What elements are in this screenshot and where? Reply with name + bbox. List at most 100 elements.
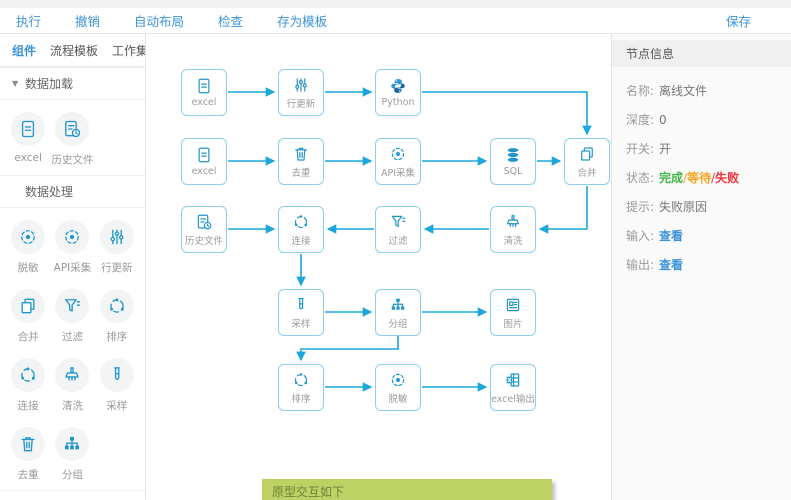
sidebar-tab[interactable]: 流程模板: [50, 43, 99, 58]
sliders-icon: [292, 76, 310, 94]
view-link[interactable]: 查看: [659, 229, 684, 243]
toolbar-item[interactable]: 撤销: [75, 14, 101, 29]
canvas-node[interactable]: Python: [375, 69, 421, 116]
flow-canvas[interactable]: 原型交互如下图上图标显示以如何配置画面 excel 行更新 Python excel 去…: [146, 34, 611, 500]
toolbar: 执行 撤销 自动布局 检查 存为模板 保存: [0, 8, 791, 34]
doc-icon: [195, 77, 213, 95]
node-info-body: 名称:离线文件深度:0开关:开状态:完成等待失败提示:失败原因输入:查看输出:查…: [612, 67, 791, 302]
component-icon-circle: [55, 289, 90, 323]
panel-field-label: 开关:: [626, 142, 655, 156]
canvas-node[interactable]: 连接: [278, 206, 324, 253]
sidebar-component-item[interactable]: 行更新: [95, 220, 139, 275]
node-label: SQL: [503, 166, 523, 177]
history-icon: [195, 213, 213, 231]
toolbar-item[interactable]: 自动布局: [134, 14, 185, 29]
sidebar-component-item[interactable]: 合并: [6, 289, 50, 344]
sidebar-component-item[interactable]: 过滤: [50, 289, 94, 344]
sidebar-component-item[interactable]: 清洗: [50, 358, 94, 413]
node-label: Python: [381, 97, 415, 108]
target-icon: [62, 227, 82, 247]
toolbar-item[interactable]: 执行: [16, 14, 42, 29]
sidebar-component-item[interactable]: 脱敏: [6, 220, 50, 275]
tree-icon: [62, 434, 82, 454]
sticky-note-text: 原型交互如下: [272, 485, 345, 499]
db-icon: [504, 146, 522, 164]
panel-field-label: 输入:: [626, 229, 655, 243]
canvas-node[interactable]: 分组: [375, 289, 421, 336]
component-label: 过滤: [61, 331, 83, 343]
status-完成: 完成: [659, 171, 684, 185]
canvas-node[interactable]: 排序: [278, 364, 324, 411]
section-header[interactable]: ▼数据加载: [0, 67, 145, 100]
sidebar-component-item[interactable]: 分组: [50, 427, 94, 482]
canvas-node[interactable]: excel: [181, 69, 227, 116]
canvas-node[interactable]: 行更新: [278, 69, 324, 116]
node-label: excel: [191, 97, 217, 108]
panel-field: 输入: 查看: [626, 228, 777, 244]
node-label: 去重: [291, 167, 311, 179]
panel-field-value: 开: [659, 142, 672, 156]
sidebar-component-item[interactable]: API采集: [50, 220, 94, 275]
panel-field: 名称:离线文件: [626, 83, 777, 99]
canvas-node[interactable]: 图片: [490, 289, 536, 336]
panel-field: 输出:查看: [626, 257, 777, 273]
status-等待: 等待: [683, 171, 711, 185]
sidebar-component-item[interactable]: 采样: [95, 358, 139, 413]
sidebar-tab[interactable]: 组件: [12, 43, 37, 58]
sidebar-component-item[interactable]: 排序: [95, 289, 139, 344]
sidebar-tabs: 组件流程模板工作集: [0, 34, 145, 67]
sidebar-component-item[interactable]: 历史文件: [50, 112, 94, 167]
canvas-node[interactable]: 采样: [278, 289, 324, 336]
canvas-node[interactable]: 过滤: [375, 206, 421, 253]
node-label: 清洗: [503, 235, 523, 247]
component-label: 合并: [17, 331, 39, 343]
canvas-node[interactable]: excel: [181, 138, 227, 185]
canvas-node[interactable]: 去重: [278, 138, 324, 185]
merge-icon: [578, 145, 596, 163]
history-icon: [62, 119, 82, 139]
component-icon-circle: [11, 220, 46, 254]
node-label: 脱敏: [388, 393, 408, 405]
view-link[interactable]: 查看: [659, 258, 684, 272]
panel-field-label: 深度:: [626, 113, 655, 127]
sidebar-component-item[interactable]: excel: [6, 112, 50, 167]
sliders-icon: [107, 227, 127, 247]
component-label: 脱敏: [17, 262, 39, 274]
component-icon-circle: [55, 112, 90, 146]
component-label: 分组: [61, 469, 83, 481]
node-label: 连接: [291, 235, 311, 247]
component-icon-circle: [99, 289, 134, 323]
panel-field: 深度:0: [626, 112, 777, 128]
save-button[interactable]: 保存: [725, 14, 751, 29]
canvas-node[interactable]: API采集: [375, 138, 421, 185]
toolbar-item[interactable]: 存为模板: [277, 14, 328, 29]
flow-edges-layer: [228, 87, 592, 392]
canvas-node[interactable]: 合并: [564, 138, 610, 185]
picture-icon: [504, 296, 522, 314]
section-collapse-icon: ▼: [12, 79, 19, 88]
brush-icon: [62, 365, 82, 385]
excelout-icon: [504, 371, 522, 389]
panel-field: 开关: 开: [626, 141, 777, 157]
canvas-node[interactable]: SQL: [490, 138, 536, 185]
sidebar-component-item[interactable]: 连接: [6, 358, 50, 413]
cycle-icon: [292, 213, 310, 231]
sidebar-tab[interactable]: 工作集: [112, 43, 146, 58]
canvas-node[interactable]: 历史文件: [181, 206, 227, 253]
canvas-node[interactable]: excel输出: [490, 364, 536, 411]
brush-icon: [504, 213, 522, 231]
canvas-node[interactable]: 清洗: [490, 206, 536, 253]
sidebar-component-item[interactable]: 去重: [6, 427, 50, 482]
toolbar-item[interactable]: 检查: [218, 14, 244, 29]
section-header[interactable]: ▶脚本组件: [0, 490, 145, 500]
canvas-node[interactable]: 脱敏: [375, 364, 421, 411]
canvas-sticky-note[interactable]: 原型交互如下图上图标显示以如何配置画面: [262, 479, 552, 500]
section-items: 脱敏 API采集行更新合并 过滤排序连接清洗采样去重分组: [0, 208, 145, 490]
section-header[interactable]: 数据处理: [0, 175, 145, 208]
doc-icon: [195, 146, 213, 164]
trash-icon: [18, 434, 38, 454]
panel-field: 提示:失败原因: [626, 199, 777, 215]
